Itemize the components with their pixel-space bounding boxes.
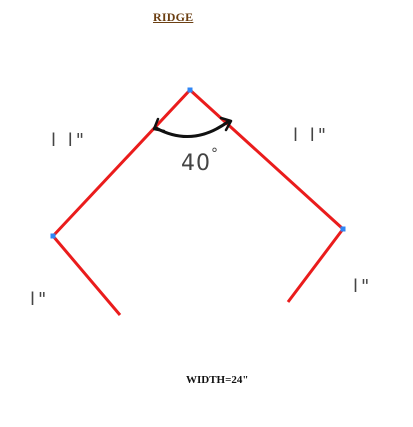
angle-value: 40 (181, 151, 211, 176)
right-bend-marker (340, 226, 346, 232)
angle-arc-left-arrowhead (152, 117, 166, 133)
right-lower-length-label: l" (353, 276, 373, 297)
left-upper-length-label: l l" (51, 130, 88, 151)
left-lower-length-label: l" (30, 289, 50, 310)
left-bend-marker (50, 233, 56, 239)
width-label: WIDTH=24" (186, 374, 249, 386)
angle-arc (154, 119, 231, 138)
ridge-profile-line (50, 87, 346, 316)
diagram-title: RIDGE (153, 10, 194, 24)
angle-unit: ° (211, 146, 219, 162)
ridge-apex-marker (187, 87, 193, 93)
angle-arc-right-arrowhead (219, 116, 233, 132)
right-upper-length-label: l l" (293, 125, 330, 146)
angle-label: 40° (181, 146, 219, 176)
